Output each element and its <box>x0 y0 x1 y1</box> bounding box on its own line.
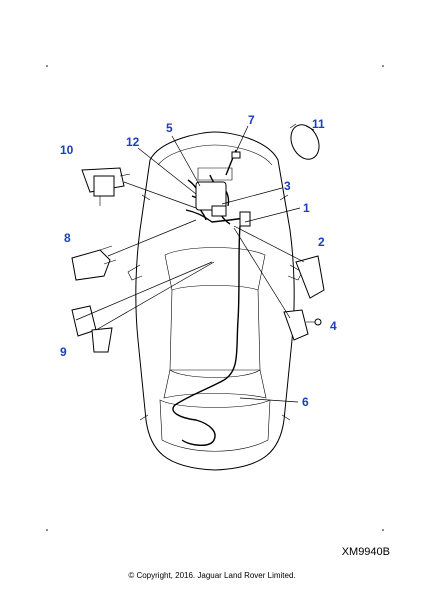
callout-4: 4 <box>330 319 337 333</box>
car-outline <box>127 131 303 471</box>
callout-11: 11 <box>312 117 325 131</box>
component-8 <box>71 245 117 281</box>
component-9 <box>71 305 113 353</box>
callout-10: 10 <box>60 143 74 157</box>
callout-6: 6 <box>302 395 309 409</box>
callout-7: 7 <box>248 113 255 127</box>
callout-labels: 1 2 3 4 5 6 7 8 9 10 11 12 <box>60 113 337 409</box>
reference-code: XM9940B <box>341 546 390 558</box>
leader-lines <box>75 125 315 403</box>
callout-1: 1 <box>303 201 310 215</box>
body-harness-6 <box>172 225 241 446</box>
component-11 <box>289 123 320 160</box>
component-2 <box>295 255 325 299</box>
callout-12: 12 <box>126 135 140 149</box>
copyright-notice: © Copyright, 2016. Jaguar Land Rover Lim… <box>128 571 296 580</box>
callout-9: 9 <box>60 345 67 359</box>
callout-2: 2 <box>318 235 325 249</box>
callout-3: 3 <box>284 179 291 193</box>
component-10 <box>81 167 131 206</box>
callout-5: 5 <box>166 121 173 135</box>
callout-8: 8 <box>64 231 71 245</box>
engine-harness <box>185 149 251 227</box>
register-marks <box>46 65 384 531</box>
component-4 <box>283 309 322 341</box>
